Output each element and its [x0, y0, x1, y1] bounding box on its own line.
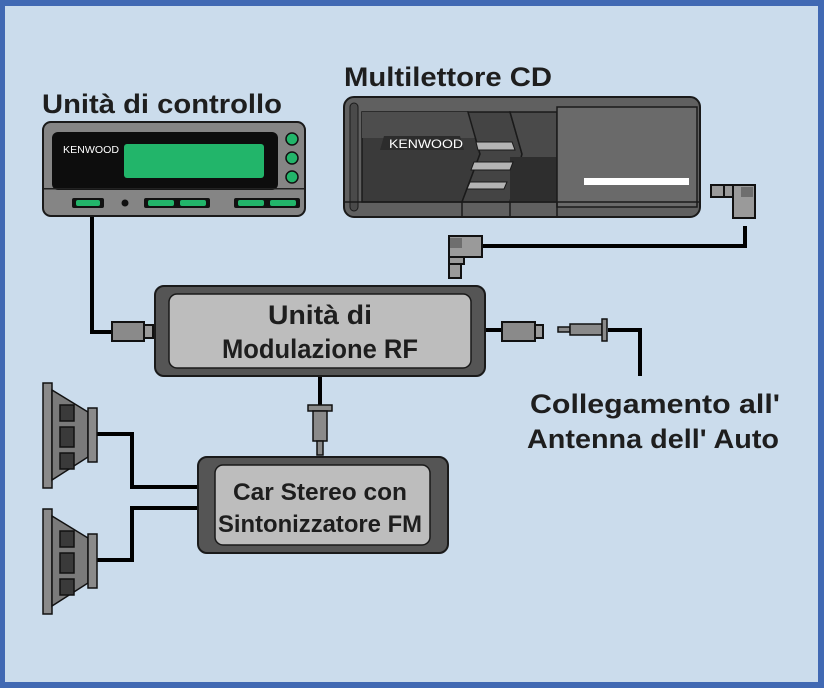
cd-slot-2 [470, 161, 514, 171]
cable-speaker1 [96, 432, 199, 489]
car-stereo-label-line2: Sintonizzatore FM [218, 511, 422, 538]
control-unit: KENWOOD [42, 121, 306, 217]
rf-modulator-box: Unità di Modulazione RF [154, 285, 486, 377]
control-knob-1 [285, 132, 299, 146]
display-screen [124, 144, 264, 178]
cd-connector-in [448, 235, 483, 279]
control-unit-label: Unità di controllo [42, 89, 282, 119]
control-knob-3 [285, 170, 299, 184]
car-stereo-label-line1: Car Stereo con [233, 479, 407, 506]
cables [90, 212, 747, 562]
cable-antenna [608, 328, 642, 376]
car-stereo-box: Car Stereo con Sintonizzatore FM [197, 456, 449, 554]
cable-speaker2 [96, 506, 199, 562]
rf-modulator-label-line1: Unità di [268, 300, 372, 330]
speaker-1 [42, 382, 98, 489]
control-knob-2 [285, 151, 299, 165]
preset-buttons [72, 198, 300, 208]
rf-modulator-label-line2: Modulazione RF [222, 334, 418, 364]
antenna-plug [557, 318, 608, 342]
cd-model-stripe [584, 178, 689, 185]
cd-slot-1 [475, 141, 516, 151]
cd-changer-brand-logo: KENWOOD [389, 137, 463, 151]
rf-output-connector [501, 321, 544, 342]
antenna-label-line2: Antenna dell' Auto [527, 424, 779, 454]
rf-input-connector [111, 321, 154, 342]
cable-cd-to-rf [482, 226, 747, 248]
cd-changer: KENWOOD [343, 96, 701, 218]
stereo-plug [307, 404, 333, 456]
cable-control-to-rf [90, 212, 114, 334]
cd-slot-3 [466, 181, 508, 190]
speaker-2 [42, 508, 98, 615]
control-unit-brand-logo: KENWOOD [63, 145, 119, 156]
cd-connector-out [710, 184, 756, 219]
antenna-label-line1: Collegamento all' [530, 389, 780, 419]
cd-changer-label: Multilettore CD [344, 62, 552, 92]
